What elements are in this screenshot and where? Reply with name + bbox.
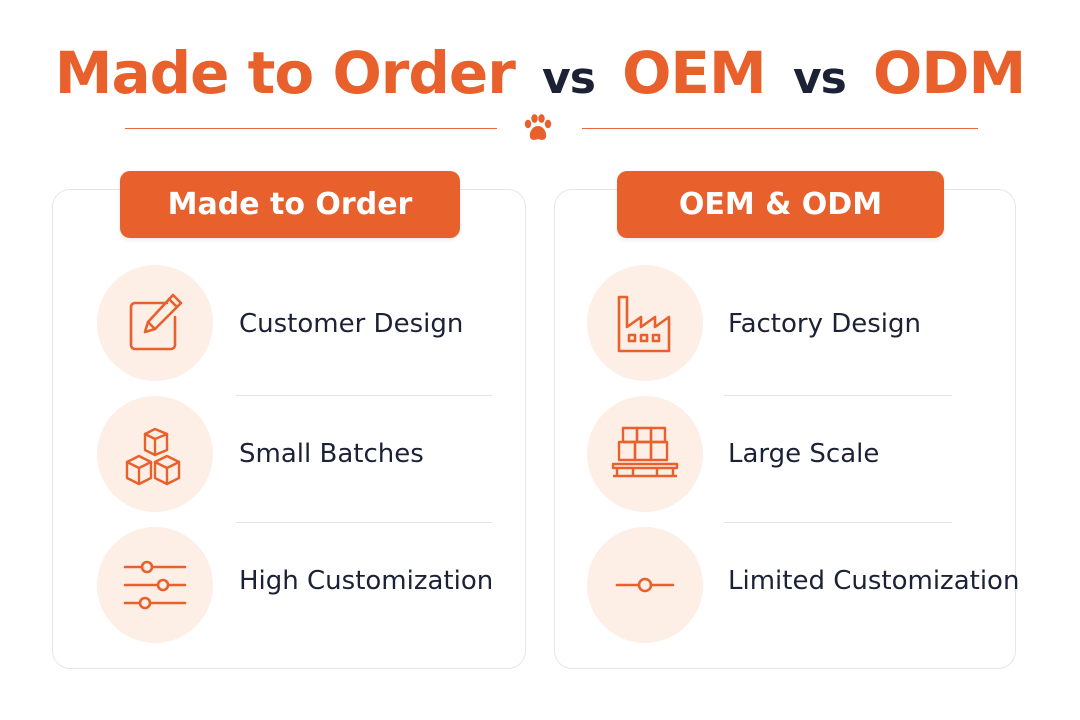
factory-icon — [617, 295, 671, 353]
small-batches-icon-circle — [97, 396, 213, 512]
paw-icon — [524, 114, 552, 140]
title-oem: OEM — [622, 39, 767, 107]
title-made-to-order: Made to Order — [54, 39, 516, 107]
high-customization-label: High Customization — [239, 566, 494, 596]
customer-design-icon-circle — [97, 265, 213, 381]
title-odm: ODM — [873, 39, 1026, 107]
title-vs-2: vs — [792, 53, 847, 104]
factory-design-icon-circle — [587, 265, 703, 381]
page-title: Made to Order vs OEM vs ODM — [0, 38, 1080, 114]
title-divider-right — [582, 128, 978, 129]
made-to-order-heading: Made to Order — [120, 171, 460, 238]
left-divider-2 — [236, 522, 492, 523]
right-divider-2 — [724, 522, 952, 523]
stacked-boxes-icon — [125, 427, 181, 486]
large-scale-label: Large Scale — [728, 439, 880, 469]
small-batches-label: Small Batches — [239, 439, 424, 469]
limited-customization-icon-circle — [587, 527, 703, 643]
pallet-boxes-icon — [611, 426, 679, 478]
title-vs-1: vs — [542, 53, 596, 104]
high-customization-icon-circle — [97, 527, 213, 643]
single-slider-icon — [615, 577, 675, 593]
sliders-icon — [123, 560, 187, 610]
left-divider-1 — [236, 395, 492, 396]
right-divider-1 — [724, 395, 952, 396]
title-divider-left — [125, 128, 497, 129]
factory-design-label: Factory Design — [728, 309, 922, 339]
pencil-square-icon — [129, 293, 183, 351]
large-scale-icon-circle — [587, 396, 703, 512]
limited-customization-label: Limited Customization — [728, 566, 1020, 596]
customer-design-label: Customer Design — [239, 309, 464, 339]
oem-odm-heading: OEM & ODM — [617, 171, 944, 238]
